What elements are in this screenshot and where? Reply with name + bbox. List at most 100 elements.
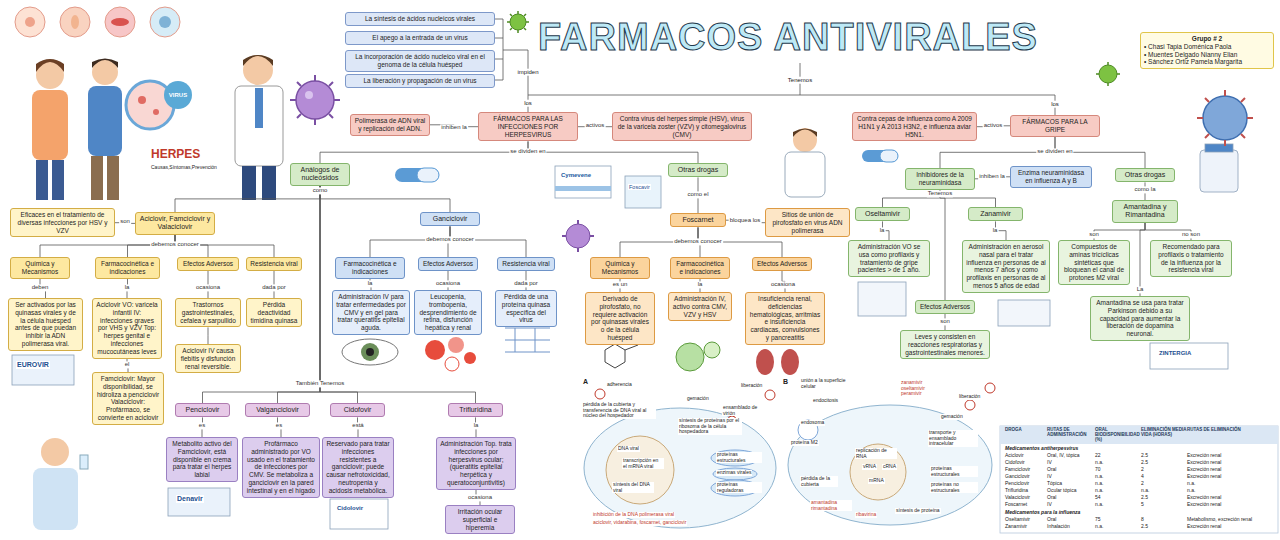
table-cell: Ocular tópica: [1046, 488, 1096, 494]
concept-box: Zanamivir: [968, 207, 1023, 221]
annotation: vRNA: [862, 464, 877, 470]
capsule-icon: [862, 150, 898, 162]
connector: [1094, 223, 1145, 240]
connector-label: se dividen en: [1036, 148, 1073, 155]
connector-label: la: [473, 422, 480, 429]
box-text: Efectos Adversos: [181, 260, 235, 268]
table-cell: Excreción renal: [1186, 524, 1278, 530]
concept-box: Insuficiencia renal, deficiencias hemato…: [745, 292, 825, 345]
flu-virus: [1197, 90, 1253, 146]
replication-panel-a: [606, 436, 674, 504]
flu-virus: [1197, 90, 1253, 146]
blood-cells: [425, 340, 445, 360]
table-cell: Medicamentos para la influenza: [1004, 510, 1081, 516]
connector-label: debemos conocer: [673, 238, 723, 245]
box-text: Ganciclovir: [424, 215, 476, 223]
table-cell: Oral: [1046, 495, 1096, 501]
drug-package: [555, 166, 611, 198]
annotation: DNA viral: [617, 446, 640, 452]
annotation: aciclovir, vidarabina, foscarnet, gancic…: [592, 520, 687, 526]
concept-box: Efectos Adversos: [752, 257, 812, 271]
table-cell: Medicamentos antiherpesvirus: [1004, 446, 1079, 452]
box-text: Farmacocinética e indicaciones: [674, 260, 726, 276]
replication-panel-a: [713, 468, 757, 480]
connector: [320, 141, 528, 163]
annotation: zanamivir oseltamivir peramivir: [900, 380, 942, 397]
box-text: Ser activados por las quinasas virales y…: [12, 301, 79, 348]
annotation: unión a la superficie celular: [800, 378, 857, 389]
drug-package: [1150, 343, 1228, 369]
annotation: ZINTERGIA: [1158, 350, 1192, 357]
replication-panel-a: [584, 408, 776, 528]
connector-label: la: [124, 284, 131, 291]
table-cell: n.a.: [1094, 474, 1142, 480]
table-cell: Trifluridina: [1004, 488, 1048, 494]
connector-label: el: [124, 361, 131, 368]
table-cell: Excreción renal: [1186, 467, 1278, 473]
concept-box: Química y Mecanismos: [10, 257, 70, 279]
box-text: Amantadina y Rimantadina: [1116, 203, 1174, 220]
box-text: Aciclovir, Famciclovir y Valaciclovir: [139, 215, 211, 232]
box-text: • Muentes Delgado Nianny Elian: [1144, 51, 1270, 59]
annotation: gemación: [940, 414, 964, 420]
annotation: enzimas virales: [716, 470, 752, 476]
concept-box: Trifluridina: [448, 403, 503, 417]
doctor-figure: [243, 55, 273, 66]
box-text: Reservado para tratar infecciones resist…: [326, 440, 390, 495]
box-text: Profármaco administrado por VO usado en …: [246, 440, 316, 495]
box-text: La síntesis de ácidos nucleicos virales: [349, 15, 491, 23]
virus-icon: [507, 11, 1120, 86]
concept-box: Amantadina se usa para tratar Parkinson …: [1090, 296, 1190, 341]
drug-package: [998, 300, 1050, 326]
magnifier: [138, 96, 146, 104]
box-text: Zanamivir: [972, 210, 1019, 218]
patient-figure: [88, 86, 122, 156]
box-text: Irritación ocular superficial e hiperemi…: [449, 508, 511, 531]
table-cell: Oseltamivir: [1004, 517, 1048, 523]
doctor-figure: [785, 152, 825, 197]
herpes-virus: [566, 224, 590, 248]
concept-box: Polimerasa de ADN viral y replicación de…: [350, 114, 430, 136]
patient-figure: [107, 156, 119, 200]
table-cell: 2: [1140, 467, 1188, 473]
capsule-icon: [395, 168, 439, 182]
annotation: Cidolovir: [336, 505, 364, 512]
connector-label: son: [119, 218, 131, 225]
table-cell: 75: [1094, 517, 1142, 523]
connector-label: no son: [1181, 231, 1201, 238]
connector-label: es: [198, 422, 206, 429]
table-cell: n.a.: [1094, 481, 1142, 487]
blood-cells: [448, 337, 464, 353]
table-cell: Penciclovir: [1004, 481, 1048, 487]
table-cell: n.a.: [1094, 488, 1142, 494]
box-text: Efectos Adversos: [919, 303, 971, 311]
title-connector: [528, 63, 1055, 115]
patient-figure: [92, 59, 118, 85]
connector-label: inhiben la: [978, 173, 1006, 180]
concept-box: Reservado para tratar infecciones resist…: [322, 437, 394, 498]
concept-box: Resistencia viral: [497, 257, 555, 271]
connector-label: la: [367, 280, 374, 287]
box-text: Leucopenia, trombopenia, desprendimiento…: [418, 293, 478, 332]
doctor-figure: [262, 166, 276, 200]
connector: [175, 186, 320, 212]
table-cell: Aciclovir: [1004, 453, 1048, 459]
concept-box: Efectos Adversos: [418, 257, 478, 271]
table-cell: Oral: [1046, 517, 1096, 523]
concept-box: Análogos de nucleósidos: [290, 163, 350, 186]
resistance-diagram: [505, 328, 550, 352]
concept-box: Farmacocinética e indicaciones: [670, 257, 730, 279]
doctor-figure: [793, 129, 817, 138]
table-cell: Inhalación: [1046, 524, 1096, 530]
box-text: Contra cepas de influenza como A 2009 H1…: [856, 115, 973, 138]
concept-box: Oseltamivir: [855, 207, 910, 221]
annotation: los: [1050, 101, 1060, 108]
table-cell: Foscarnet: [1004, 502, 1048, 508]
box-text: Administración IV para tratar enfermedad…: [336, 293, 406, 332]
drug-package: [12, 355, 74, 385]
connector: [528, 141, 698, 163]
flu-virus: [1203, 96, 1247, 140]
box-text: La liberación y propagación de un virus: [349, 77, 491, 85]
kidney-picture: [756, 349, 774, 375]
concept-box: Pérdida deactividad timidina quinasa: [246, 298, 302, 327]
